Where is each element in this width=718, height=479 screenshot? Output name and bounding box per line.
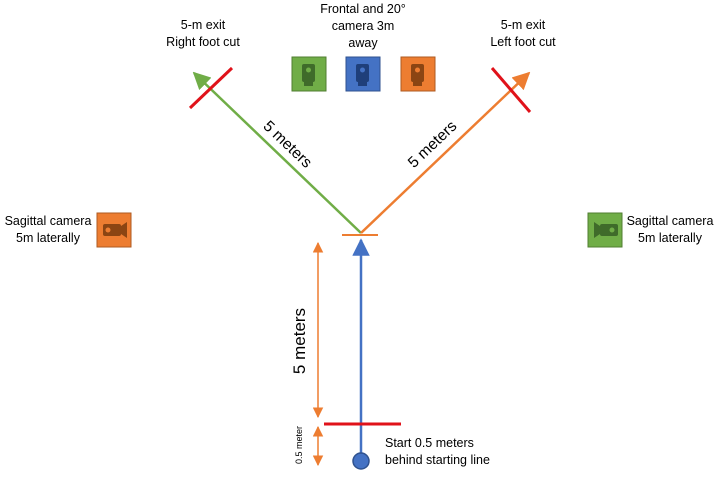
sagittal-camera-green-icon [587, 212, 623, 248]
right-exit-label: 5-m exit Right foot cut [148, 17, 258, 51]
sagittal-camera-orange-icon [96, 212, 132, 248]
sagittal-left-label: Sagittal camera 5m laterally [0, 213, 96, 247]
frontal-camera-orange-icon [400, 56, 436, 92]
sagittal-left-line2: 5m laterally [16, 231, 80, 245]
left-exit-line2: Left foot cut [490, 35, 556, 49]
left-exit-label: 5-m exit Left foot cut [468, 17, 578, 51]
frontal-camera-label: Frontal and 20° camera 3m away [303, 1, 423, 52]
frontal-camera-line1: Frontal and 20° [320, 2, 406, 16]
sagittal-right-line2: 5m laterally [638, 231, 702, 245]
right-exit-marker [188, 66, 234, 110]
frontal-camera-line3: away [348, 36, 378, 50]
start-label: Start 0.5 meters behind starting line [385, 435, 490, 469]
frontal-camera-blue-icon [345, 56, 381, 92]
right-cut-path-arrow [192, 71, 362, 234]
right-exit-line2: Right foot cut [166, 35, 240, 49]
right-exit-line1: 5-m exit [180, 18, 226, 32]
start-line1: Start 0.5 meters [385, 436, 474, 450]
vertical-distance-label: 5 meters [290, 307, 309, 375]
half-meter-distance-label: 0.5 meter [294, 425, 304, 465]
sagittal-left-line1: Sagittal camera [4, 214, 92, 228]
frontal-camera-green-icon [291, 56, 327, 92]
left-exit-marker [490, 67, 532, 113]
sagittal-right-label: Sagittal camera 5m laterally [622, 213, 718, 247]
left-exit-line1: 5-m exit [500, 18, 546, 32]
frontal-camera-line2: camera 3m [331, 19, 395, 33]
sagittal-right-line1: Sagittal camera [626, 214, 714, 228]
left-cut-path-arrow [360, 71, 531, 234]
start-line2: behind starting line [385, 453, 490, 467]
start-position-dot [352, 452, 370, 470]
